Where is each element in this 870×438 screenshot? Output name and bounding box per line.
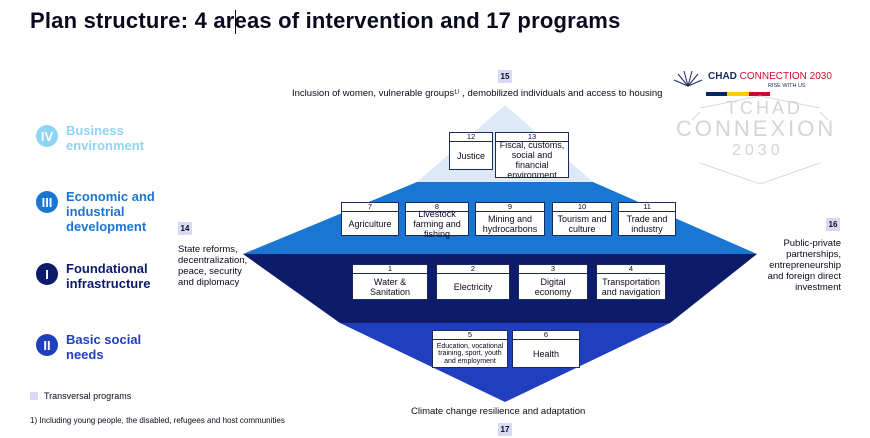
area-i-label: Foundational infrastructure	[66, 261, 151, 291]
transversal-text-bottom: Climate change resilience and adaptation	[411, 406, 586, 417]
program-label: Fiscal, customs, social and financial en…	[499, 140, 565, 180]
roman-numeral-i: I	[36, 263, 58, 285]
legend: Transversal programs	[30, 391, 131, 401]
transversal-number-top: 15	[498, 70, 512, 83]
program-number: 5	[433, 331, 507, 340]
watermark-line-1: TCHAD	[726, 98, 803, 118]
sun-burst-icon	[673, 70, 703, 87]
text-cursor	[235, 10, 236, 34]
program-number: 1	[353, 265, 427, 274]
logo-brand: CHAD	[708, 71, 737, 82]
watermark-line-3: 2030	[732, 142, 784, 159]
program-label: Livestock farming and fishing	[413, 209, 461, 239]
transversal-text-right: Public-private partnerships, entrepreneu…	[767, 238, 841, 293]
transversal-text-top: Inclusion of women, vulnerable groups¹⁾ …	[292, 88, 663, 99]
program-card-8: 8 Livestock farming and fishing	[405, 202, 469, 239]
transversal-text-left: State reforms, decentralization, peace, …	[178, 244, 248, 288]
logo-wordmark: CHAD CONNECTION 2030	[708, 71, 832, 82]
program-label: Education, vocational training, sport, y…	[436, 342, 504, 365]
page-title: Plan structure: 4 areas of intervention …	[30, 8, 621, 33]
program-label: Digital economy	[534, 277, 572, 297]
logo-brand-highlight: CONNECTION 2030	[739, 71, 832, 82]
roman-numeral-ii: II	[36, 334, 58, 356]
area-ii-label: Basic social needs	[66, 332, 142, 362]
program-label: Justice	[456, 151, 485, 161]
program-card-6: 6 Health	[512, 330, 580, 368]
program-label: Health	[532, 349, 559, 359]
area-ii-legend: II Basic social needs	[36, 332, 166, 362]
program-label: Agriculture	[348, 219, 392, 229]
program-number: 12	[450, 133, 492, 142]
program-card-4: 4 Transportation and navigation	[596, 264, 666, 300]
legend-swatch	[30, 392, 38, 400]
program-number: 4	[597, 265, 665, 274]
footnote: 1) Including young people, the disabled,…	[30, 416, 285, 425]
roman-numeral-iii: III	[36, 191, 58, 213]
area-iv-label: Business environment	[66, 123, 145, 153]
area-iii-label: Economic and industrial development	[66, 189, 155, 234]
transversal-number-left: 14	[178, 222, 192, 235]
program-number: 13	[496, 133, 568, 142]
logo-tagline: RISE WITH US	[768, 83, 806, 89]
program-number: 7	[342, 203, 398, 212]
program-card-9: 9 Mining and hydrocarbons	[475, 202, 545, 236]
program-number: 6	[513, 331, 579, 340]
legend-label: Transversal programs	[44, 391, 132, 401]
program-card-11: 11 Trade and industry	[618, 202, 676, 236]
program-number: 8	[406, 203, 468, 212]
logo: CHAD CONNECTION 2030 RISE WITH US TCHAD …	[670, 68, 850, 188]
flag-stripe	[706, 92, 770, 96]
program-label: Water & Sanitation	[369, 277, 411, 297]
program-card-7: 7 Agriculture	[341, 202, 399, 236]
area-iv-legend: IV Business environment	[36, 123, 166, 153]
program-number: 2	[437, 265, 509, 274]
program-card-5: 5 Education, vocational training, sport,…	[432, 330, 508, 368]
program-card-12: 12 Justice	[449, 132, 493, 170]
program-number: 10	[553, 203, 611, 212]
program-label: Mining and hydrocarbons	[482, 214, 538, 234]
program-card-10: 10 Tourism and culture	[552, 202, 612, 236]
program-number: 9	[476, 203, 544, 212]
area-iii-legend: III Economic and industrial development	[36, 189, 166, 234]
program-label: Tourism and culture	[557, 214, 607, 234]
program-card-3: 3 Digital economy	[518, 264, 588, 300]
program-number: 11	[619, 203, 675, 212]
transversal-number-right: 16	[826, 218, 840, 231]
watermark-frame	[691, 95, 829, 185]
transversal-number-bottom: 17	[498, 423, 512, 436]
program-card-2: 2 Electricity	[436, 264, 510, 300]
roman-numeral-iv: IV	[36, 125, 58, 147]
area-i-legend: I Foundational infrastructure	[36, 261, 166, 291]
program-card-13: 13 Fiscal, customs, social and financial…	[495, 132, 569, 180]
program-card-1: 1 Water & Sanitation	[352, 264, 428, 300]
program-label: Electricity	[453, 282, 493, 292]
program-number: 3	[519, 265, 587, 274]
program-label: Trade and industry	[626, 214, 668, 234]
program-label: Transportation and navigation	[601, 277, 661, 297]
watermark-line-2: CONNEXION	[676, 116, 837, 141]
